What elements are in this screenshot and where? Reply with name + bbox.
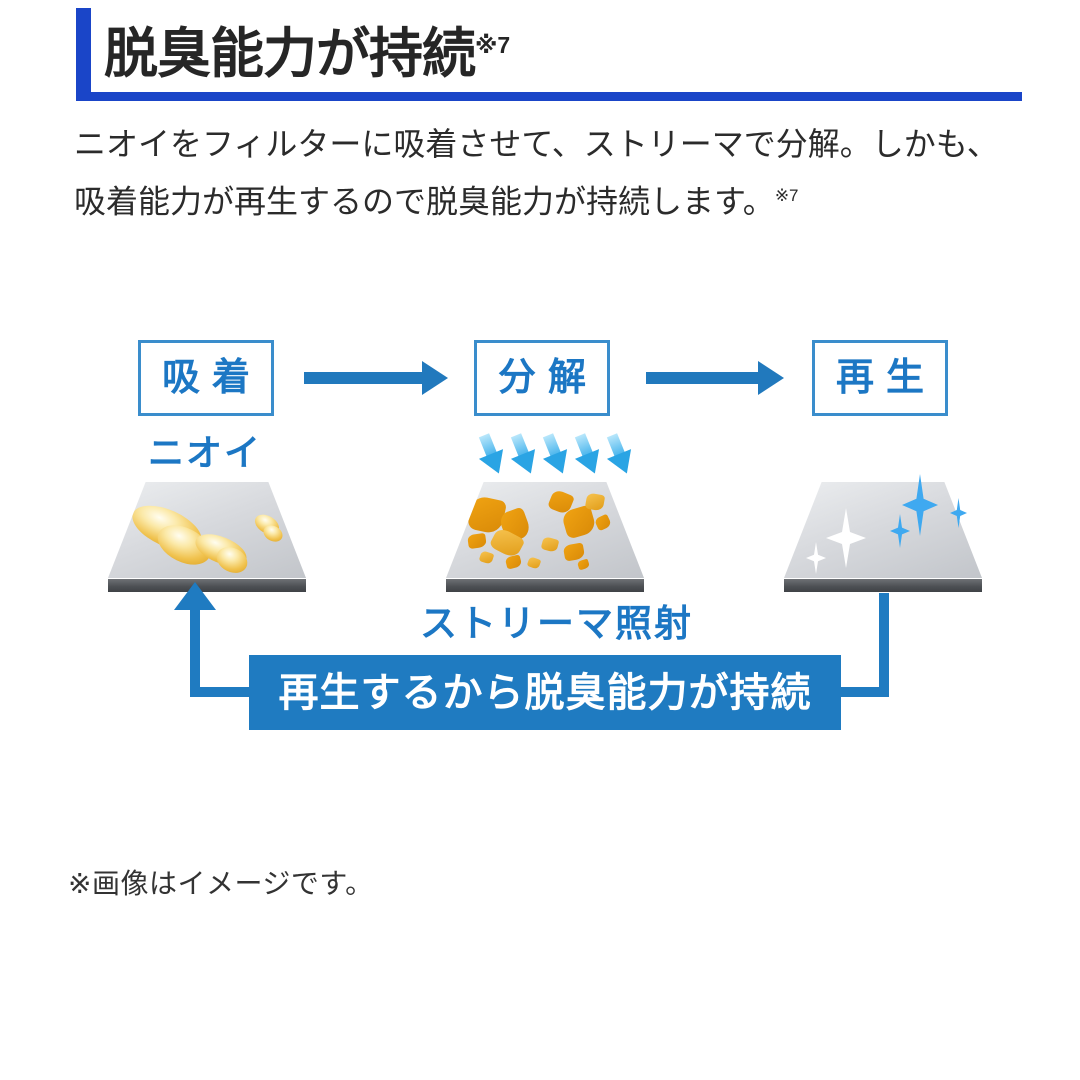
lede-footnote-marker: ※7 <box>774 186 799 205</box>
lede-line-1: ニオイをフィルターに吸着させて、ストリーマで分解。しかも、 <box>74 126 999 162</box>
odor-shard <box>526 556 542 570</box>
streamer-arrow-icon <box>471 431 511 479</box>
plate-edge <box>784 579 982 592</box>
plate-edge <box>108 579 306 592</box>
page-title-footnote-marker: ※7 <box>475 32 511 58</box>
streamer-arrow-icon <box>567 431 607 479</box>
lede-line-2: 吸着能力が再生するので脱臭能力が持続します。 <box>74 183 775 220</box>
stage-label-adsorb: 吸着 <box>161 357 262 399</box>
arrow-tip <box>510 449 543 479</box>
cycle-banner-text: 再生するから脱臭能力が持続 <box>278 670 812 715</box>
page-header: 脱臭能力が持続※7 <box>76 8 1022 101</box>
flow-arrow-right-icon <box>304 361 450 395</box>
flow-arrow-right-icon <box>646 361 786 395</box>
odor-shard <box>593 513 613 532</box>
arrow-head <box>758 361 784 395</box>
loop-line-left-horizontal <box>190 687 254 697</box>
stage-box-decompose: 分解 <box>474 340 610 416</box>
odor-shard <box>562 542 586 562</box>
odor-shard <box>504 554 523 570</box>
streamer-arrow-icon <box>503 431 543 479</box>
stage-label-regenerate: 再生 <box>835 357 936 399</box>
stage-label-decompose: 分解 <box>497 357 598 399</box>
arrow-shaft <box>646 372 760 384</box>
lede-line-2-wrap: 吸着能力が再生するので脱臭能力が持続します。※7 <box>74 170 1034 228</box>
arrow-tip <box>542 449 575 479</box>
header-underline <box>76 92 1022 101</box>
filter-plate-regenerate <box>784 474 982 592</box>
filter-plate-decompose <box>446 482 644 592</box>
arrow-shaft <box>304 372 424 384</box>
arrow-tip <box>574 449 607 479</box>
stage-box-adsorb: 吸着 <box>138 340 274 416</box>
lede-paragraph: ニオイをフィルターに吸着させて、ストリーマで分解。しかも、 吸着能力が再生するの… <box>74 118 1034 228</box>
stage-box-regenerate: 再生 <box>812 340 948 416</box>
plate-surface <box>446 482 644 578</box>
filter-plate-adsorb <box>108 482 306 592</box>
odor-shard <box>478 550 495 565</box>
arrow-tip <box>606 449 639 479</box>
label-odor: ニオイ <box>148 432 263 473</box>
plate-edge <box>446 579 644 592</box>
arrow-head <box>422 361 448 395</box>
plate-surface <box>784 482 982 578</box>
page-title: 脱臭能力が持続※7 <box>104 10 510 89</box>
header-accent-bar <box>76 8 91 92</box>
loop-line-right-horizontal <box>836 687 889 697</box>
page-title-text: 脱臭能力が持続 <box>104 24 476 84</box>
image-disclaimer-footnote: ※画像はイメージです。 <box>68 868 374 899</box>
plate-surface <box>108 482 306 578</box>
arrow-tip <box>478 449 511 479</box>
odor-shard <box>467 532 487 550</box>
cycle-banner: 再生するから脱臭能力が持続 <box>249 655 841 730</box>
deodorize-cycle-diagram: 吸着 分解 再生 ニオイ <box>0 300 1080 770</box>
odor-shard <box>584 492 606 512</box>
sparkle-icon <box>826 508 866 568</box>
label-streamer-irradiation: ストリーマ照射 <box>420 603 693 644</box>
loop-line-right-vertical <box>879 593 889 693</box>
odor-shard <box>540 536 560 553</box>
streamer-arrow-icon <box>599 431 639 479</box>
sparkle-icon <box>806 542 826 574</box>
odor-shard <box>576 558 591 571</box>
loop-line-left-vertical <box>190 605 200 693</box>
streamer-arrow-icon <box>535 431 575 479</box>
